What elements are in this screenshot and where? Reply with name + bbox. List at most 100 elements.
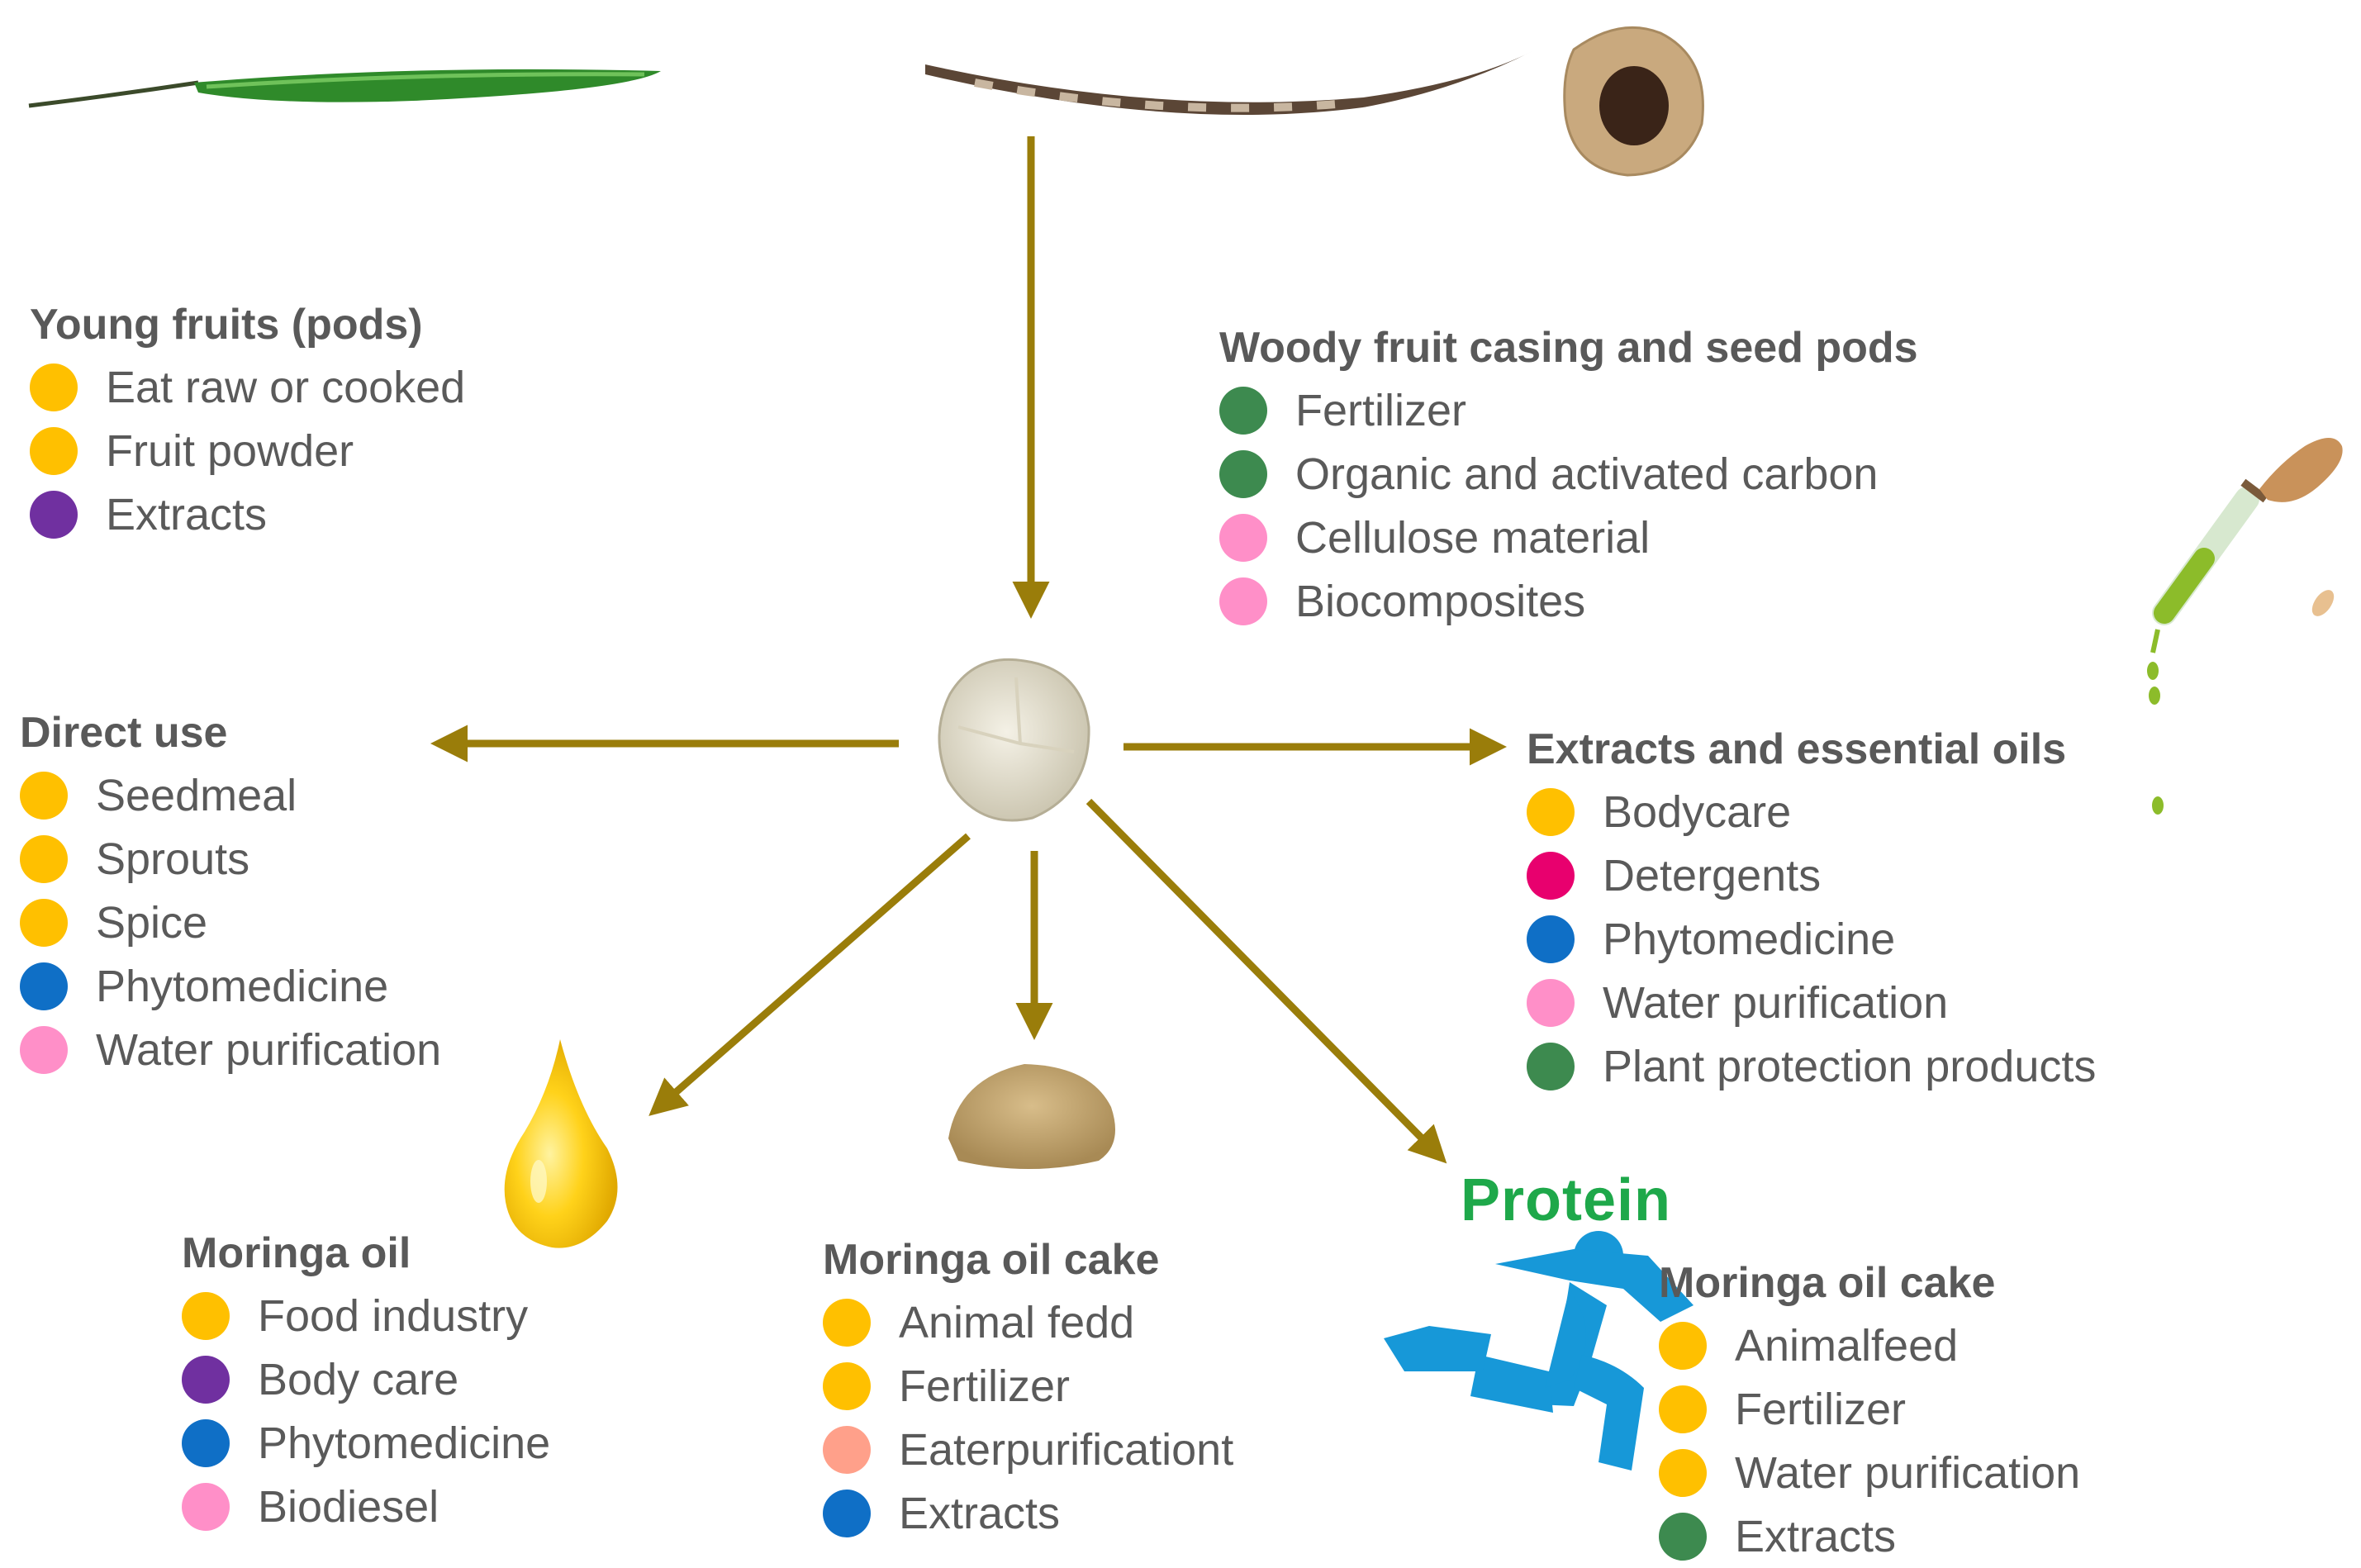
list-item: Organic and activated carbon xyxy=(1219,442,1918,506)
item-label: Sprouts xyxy=(96,834,249,885)
list-item: Extracts xyxy=(30,482,465,546)
list-item: Eaterpurificationt xyxy=(823,1418,1233,1481)
protein-label: Protein xyxy=(1461,1166,1671,1234)
item-label: Bodycare xyxy=(1603,786,1791,838)
flow-arrows xyxy=(438,136,1499,1158)
list-item: Extracts xyxy=(823,1481,1233,1545)
item-label: Animalfeed xyxy=(1735,1320,1958,1371)
list-item: Fertilizer xyxy=(1219,378,1918,442)
item-label: Cellulose material xyxy=(1295,512,1650,563)
oil-drop-illustration xyxy=(505,1039,618,1248)
item-label: Phytomedicine xyxy=(96,961,388,1012)
bullet-dot-icon xyxy=(823,1362,871,1410)
item-label: Phytomedicine xyxy=(1603,914,1895,965)
list-item: Water purification xyxy=(1527,971,2096,1034)
item-label: Spice xyxy=(96,897,207,948)
bullet-dot-icon xyxy=(1527,1043,1575,1090)
bullet-dot-icon xyxy=(20,962,68,1010)
list-item: Bodycare xyxy=(1527,780,2096,843)
bullet-dot-icon xyxy=(30,427,78,475)
dry-pod-illustration xyxy=(925,51,1532,115)
item-label: Water purification xyxy=(1603,977,1948,1029)
bullet-dot-icon xyxy=(20,899,68,947)
bullet-dot-icon xyxy=(823,1426,871,1474)
bullet-dot-icon xyxy=(30,363,78,411)
list-item: Extracts xyxy=(1659,1504,2080,1568)
list-item: Plant protection products xyxy=(1527,1034,2096,1098)
list-item: Fertilizer xyxy=(1659,1377,2080,1441)
item-label: Detergents xyxy=(1603,850,1821,901)
oil-cake-group-1: Moringa oil cakeAnimal feddFertilizerEat… xyxy=(823,1234,1233,1545)
runner-figure-icon xyxy=(1384,1231,1694,1471)
arrow-to-protein xyxy=(1089,801,1442,1158)
bullet-dot-icon xyxy=(182,1292,230,1340)
bullet-dot-icon xyxy=(1659,1322,1707,1370)
item-label: Biodiesel xyxy=(258,1481,439,1532)
item-label: Extracts xyxy=(899,1488,1060,1539)
group-title: Extracts and essential oils xyxy=(1527,724,2096,775)
item-label: Fruit powder xyxy=(106,425,354,477)
bullet-dot-icon xyxy=(823,1299,871,1347)
item-label: Animal fedd xyxy=(899,1297,1134,1348)
powder-heap-illustration xyxy=(948,1064,1115,1169)
list-item: Fertilizer xyxy=(823,1354,1233,1418)
arrow-to-moringa-oil xyxy=(654,836,968,1111)
group-item-list: Animal feddFertilizerEaterpurificationtE… xyxy=(823,1290,1233,1545)
list-item: Phytomedicine xyxy=(1527,907,2096,971)
bullet-dot-icon xyxy=(1659,1385,1707,1433)
bullet-dot-icon xyxy=(1527,788,1575,836)
list-item: Animalfeed xyxy=(1659,1314,2080,1377)
list-item: Biocomposites xyxy=(1219,569,1918,633)
item-label: Fertilizer xyxy=(1735,1384,1906,1435)
list-item: Water purification xyxy=(1659,1441,2080,1504)
seed-kernel-illustration xyxy=(939,659,1089,820)
bullet-dot-icon xyxy=(182,1356,230,1404)
list-item: Detergents xyxy=(1527,843,2096,907)
bullet-dot-icon xyxy=(1527,852,1575,900)
item-label: Plant protection products xyxy=(1603,1041,2096,1092)
group-item-list: Eat raw or cookedFruit powderExtracts xyxy=(30,355,465,546)
bullet-dot-icon xyxy=(20,835,68,883)
bullet-dot-icon xyxy=(20,1026,68,1074)
list-item: Water purification xyxy=(20,1018,441,1081)
list-item: Spice xyxy=(20,891,441,954)
item-label: Food industry xyxy=(258,1290,528,1342)
pipette-illustration xyxy=(2147,438,2361,829)
item-label: Eat raw or cooked xyxy=(106,362,465,413)
bullet-dot-icon xyxy=(1219,387,1267,435)
item-label: Water purification xyxy=(1735,1447,2080,1499)
item-label: Body care xyxy=(258,1354,458,1405)
bullet-dot-icon xyxy=(1659,1449,1707,1497)
group-title: Moringa oil cake xyxy=(1659,1257,2080,1309)
group-title: Moringa oil xyxy=(182,1228,550,1279)
bullet-dot-icon xyxy=(1219,577,1267,625)
list-item: Seedmeal xyxy=(20,763,441,827)
bullet-dot-icon xyxy=(1527,915,1575,963)
bullet-dot-icon xyxy=(1659,1513,1707,1561)
list-item: Phytomedicine xyxy=(20,954,441,1018)
group-title: Young fruits (pods) xyxy=(30,299,465,350)
item-label: Organic and activated carbon xyxy=(1295,449,1878,500)
list-item: Sprouts xyxy=(20,827,441,891)
group-title: Direct use xyxy=(20,707,441,758)
list-item: Food industry xyxy=(182,1284,550,1347)
list-item: Biodiesel xyxy=(182,1475,550,1538)
bullet-dot-icon xyxy=(182,1419,230,1467)
bullet-dot-icon xyxy=(1219,514,1267,562)
woody-casing-group: Woody fruit casing and seed podsFertiliz… xyxy=(1219,322,1918,633)
list-item: Body care xyxy=(182,1347,550,1411)
list-item: Cellulose material xyxy=(1219,506,1918,569)
list-item: Phytomedicine xyxy=(182,1411,550,1475)
bullet-dot-icon xyxy=(1527,979,1575,1027)
list-item: Fruit powder xyxy=(30,419,465,482)
bullet-dot-icon xyxy=(182,1483,230,1531)
green-pod-illustration xyxy=(29,69,661,106)
